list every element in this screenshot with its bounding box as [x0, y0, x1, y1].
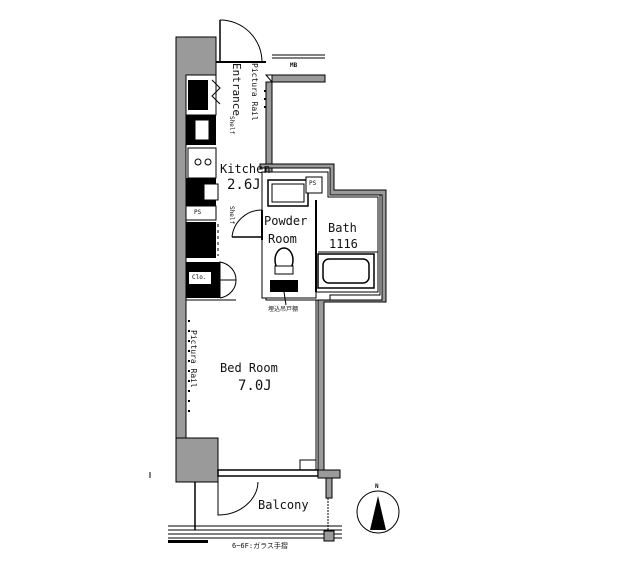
- kitchen-area: 2.6J: [227, 177, 261, 193]
- compass-north-label: N: [375, 483, 379, 490]
- mb-label: MB: [290, 62, 298, 69]
- fridge-space: [186, 222, 216, 258]
- stove: [187, 147, 217, 179]
- picture-rail-label-top: Pictura Rail: [250, 63, 259, 121]
- entrance-label: Entrance: [230, 63, 243, 116]
- entrance-door-arc: [219, 19, 263, 63]
- balcony-label: Balcony: [258, 498, 309, 512]
- closet-label: Clo.: [192, 274, 207, 281]
- bedroom-label: Bed Room: [220, 361, 278, 375]
- shelf-label-kitchen: Shelf: [228, 206, 235, 225]
- powder-room-label-2: Room: [268, 232, 297, 246]
- mb-wall: [271, 74, 326, 83]
- shelf-label-entrance: Shelf: [228, 116, 235, 135]
- balcony-rail-label: 6~6F:ガラス手摺: [232, 542, 288, 550]
- ps-label-bath: PS: [309, 180, 317, 187]
- hanging-cabinet: [270, 280, 298, 292]
- balcony-window: [217, 469, 319, 477]
- bedroom-corner-wall: [175, 437, 219, 483]
- picture-rail-dots: [188, 90, 266, 412]
- hanging-cabinet-label: 埋込吊戸棚: [268, 306, 299, 313]
- picture-rail-label-bedroom: Pictura Rail: [189, 330, 198, 388]
- kitchen-label: Kitchen: [220, 162, 271, 176]
- shoe-box: [188, 80, 208, 110]
- powder-room-label-1: Powder: [264, 214, 308, 228]
- ps-label-kitchen: PS: [194, 209, 202, 216]
- bedroom-area: 7.0J: [238, 378, 272, 394]
- bath-label: Bath: [328, 221, 357, 235]
- bath-size: 1116: [329, 237, 358, 251]
